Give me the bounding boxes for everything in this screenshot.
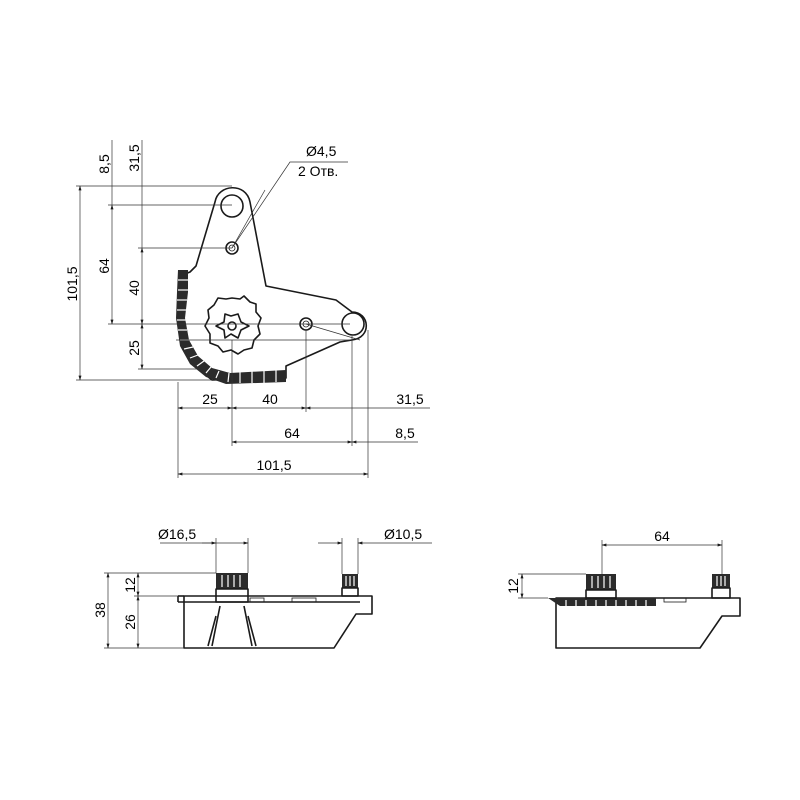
side-view-right: 64 12: [505, 528, 741, 649]
dim-label-64-right: 64: [654, 528, 670, 544]
dim-label-101-5-h: 101,5: [256, 457, 291, 473]
large-bushing-stem: [207, 605, 257, 647]
dim-label-25-v: 25: [126, 340, 142, 356]
pivot-hole-top: [220, 194, 244, 218]
dim-label-40-v: 40: [126, 280, 142, 296]
tri-lobe-socket: [215, 313, 250, 339]
side-right-teeth: [548, 598, 656, 606]
dim-label-8-5-h: 8,5: [395, 425, 415, 441]
gear-teeth-gaps: [177, 279, 277, 383]
dim-label-26: 26: [122, 614, 138, 630]
side-view-left: Ø16,5 Ø10,5 38 12 26: [92, 526, 432, 649]
gear-teeth: [176, 270, 286, 384]
side-left-body: [183, 595, 373, 649]
dim-label-40-h: 40: [262, 391, 278, 407]
hub-center: [227, 321, 237, 331]
large-bushing: [216, 573, 248, 589]
dim-label-12-left: 12: [122, 577, 138, 593]
hinge-plate-outline: [179, 187, 367, 381]
front-extension-lines: [76, 185, 369, 478]
dim-label-16-5: Ø16,5: [158, 526, 196, 542]
dim-label-8-5-v: 8,5: [96, 154, 112, 174]
right-bushing-1: [586, 574, 616, 590]
dim-label-31-5-h: 31,5: [396, 391, 423, 407]
dim-label-25-h: 25: [202, 391, 218, 407]
front-view: Ø4,5 2 Отв. 8,5 31,5 101,5 64 40 25 25 4…: [64, 140, 430, 478]
dim-label-12-right: 12: [505, 578, 521, 594]
dim-label-38: 38: [92, 602, 108, 618]
central-gear-hub: [204, 295, 262, 355]
callout-count-label: 2 Отв.: [298, 163, 338, 179]
hole-leader: [231, 161, 348, 249]
dim-label-101-5-v: 101,5: [64, 266, 80, 301]
dim-label-31-5-v: 31,5: [126, 144, 142, 171]
dim-label-64-v: 64: [96, 258, 112, 274]
dim-label-64-h: 64: [284, 425, 300, 441]
callout-diameter-label: Ø4,5: [306, 143, 337, 159]
dim-label-10-5: Ø10,5: [384, 526, 422, 542]
